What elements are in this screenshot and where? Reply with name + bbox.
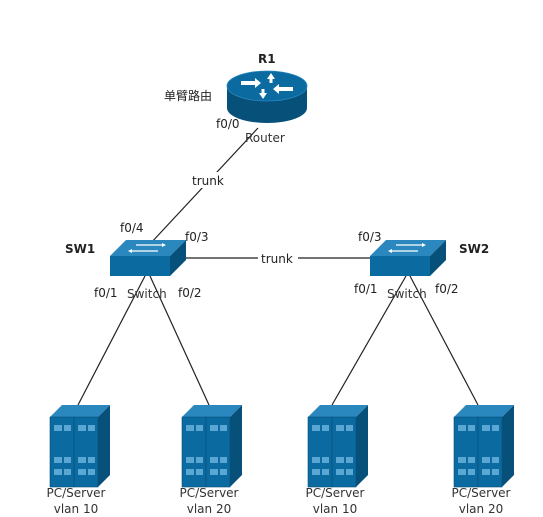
- sw1-port-down-right: f0/2: [178, 286, 202, 300]
- server-icon[interactable]: [181, 405, 242, 488]
- sw1-name: SW1: [65, 242, 95, 256]
- server-icon[interactable]: [307, 405, 368, 488]
- sw2-name: SW2: [459, 242, 489, 256]
- pc4-type-label: PC/Server: [451, 486, 510, 500]
- sw2-type-label: Switch: [387, 287, 427, 301]
- server-icon[interactable]: [49, 405, 110, 488]
- link-sw1-pc1: [77, 275, 146, 406]
- router-name: R1: [258, 52, 276, 66]
- trunk-label-router-sw1: trunk: [192, 174, 224, 188]
- link-sw2-pc3: [331, 275, 407, 406]
- sw2-port-down-right: f0/2: [435, 282, 459, 296]
- sw2-port-left: f0/3: [358, 230, 382, 244]
- link-sw2-pc4: [409, 275, 479, 406]
- pc1-vlan-label: vlan 10: [54, 502, 98, 516]
- pc2-type-label: PC/Server: [179, 486, 238, 500]
- switch-icon[interactable]: [110, 240, 186, 276]
- pc4-vlan-label: vlan 20: [459, 502, 503, 516]
- router-note: 单臂路由: [164, 88, 212, 103]
- router-type-label: Router: [245, 131, 285, 145]
- pc1-type-label: PC/Server: [46, 486, 105, 500]
- server-icon[interactable]: [453, 405, 514, 488]
- sw1-port-down-left: f0/1: [94, 286, 118, 300]
- sw1-port-right: f0/3: [185, 230, 209, 244]
- link-sw1-pc2: [149, 275, 210, 406]
- switch-icon[interactable]: [370, 240, 446, 276]
- router-port-label: f0/0: [216, 117, 240, 131]
- router-icon[interactable]: [226, 70, 308, 123]
- pc2-vlan-label: vlan 20: [187, 502, 231, 516]
- sw2-port-down-left: f0/1: [354, 282, 378, 296]
- sw1-type-label: Switch: [127, 287, 167, 301]
- trunk-label-sw1-sw2: trunk: [261, 252, 293, 266]
- sw1-port-up: f0/4: [120, 221, 144, 235]
- pc3-vlan-label: vlan 10: [313, 502, 357, 516]
- pc3-type-label: PC/Server: [305, 486, 364, 500]
